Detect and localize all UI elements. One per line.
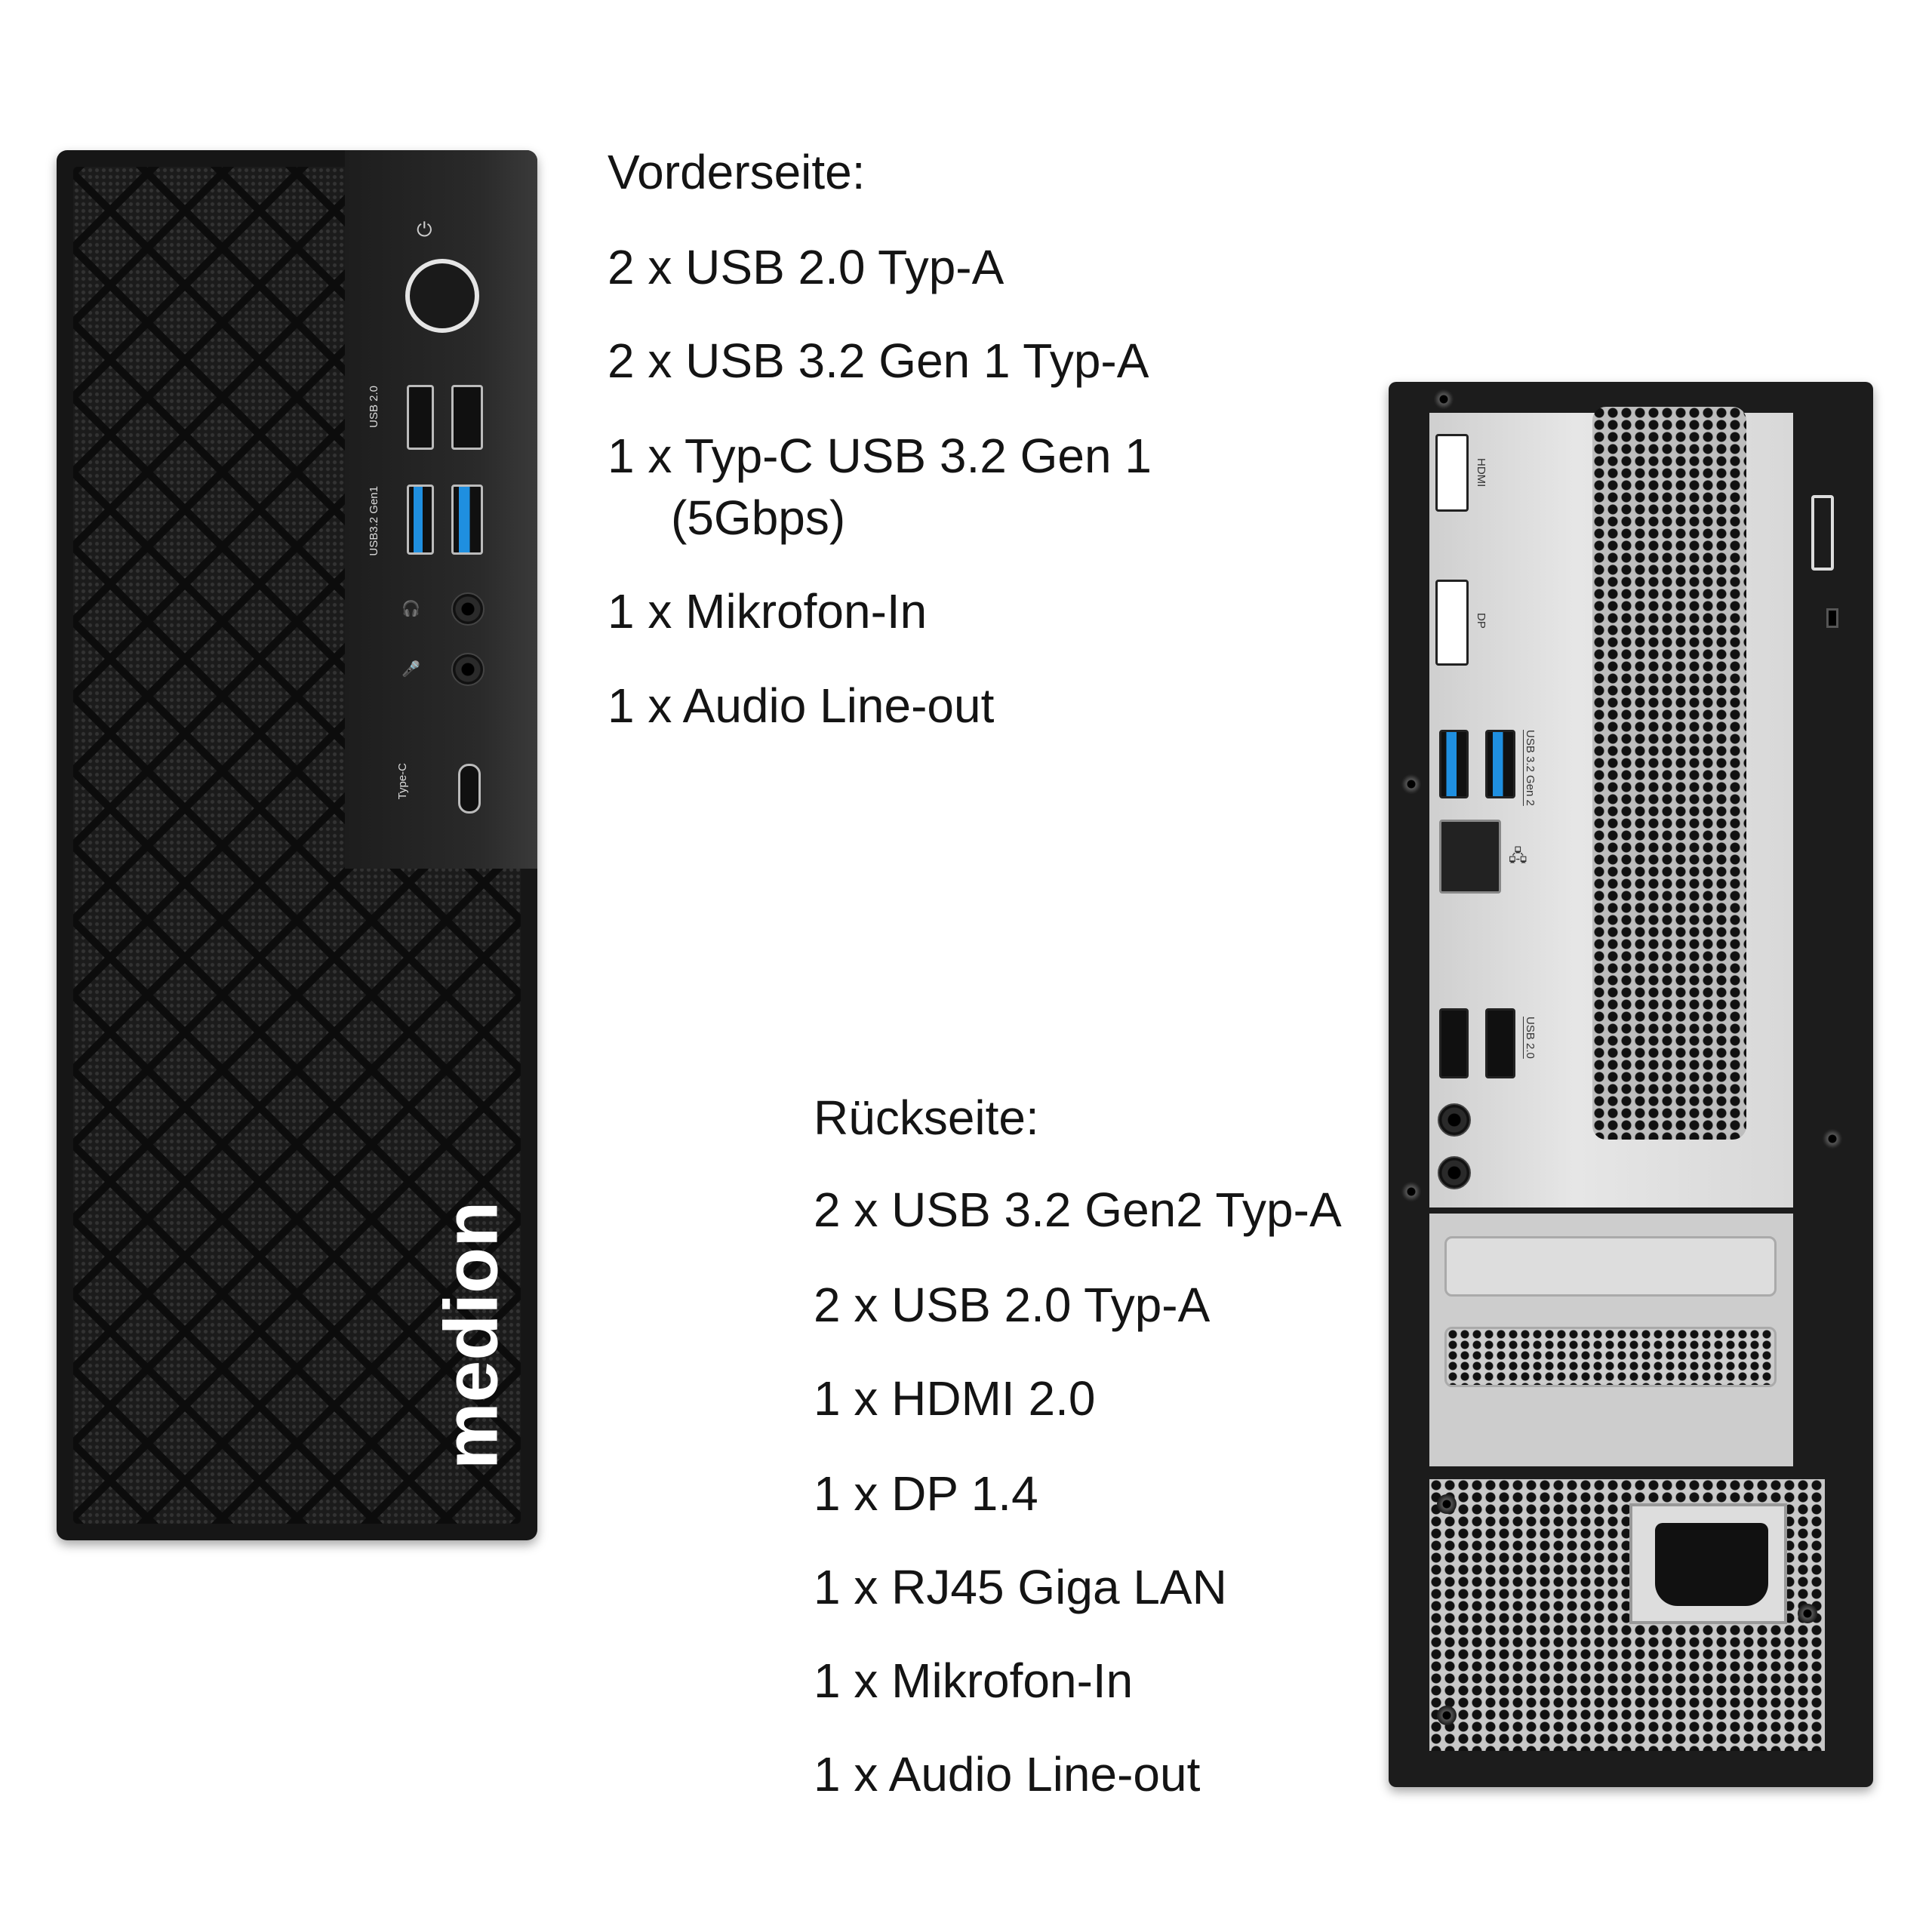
usb2-label: USB 2.0 (368, 386, 380, 428)
power-button[interactable] (405, 259, 479, 333)
screw (1798, 1604, 1817, 1623)
line-out-jack (1438, 1156, 1471, 1189)
dp-label: DP (1475, 613, 1487, 629)
rear-spec-item: 1 x RJ45 Giga LAN (814, 1560, 1227, 1614)
hdmi-label: HDMI (1475, 458, 1487, 488)
front-spec-item: (5Gbps) (671, 491, 846, 545)
usb3-port (451, 485, 483, 555)
usb3-label: USB3.2 Gen1 (368, 486, 380, 556)
front-spec-item: 1 x Typ-C USB 3.2 Gen 1 (608, 429, 1152, 483)
headphone-icon: 🎧 (401, 601, 420, 617)
network-icon: 🖧 (1509, 846, 1527, 865)
power-socket (1629, 1503, 1787, 1624)
rj45-lan-port (1439, 820, 1501, 894)
microphone-jack (451, 653, 485, 686)
security-slot (1826, 608, 1838, 628)
front-io-panel: ⏻ USB 2.0 USB3.2 Gen1 🎧 🎤 Type-C (345, 150, 537, 869)
pc-rear-view: HDMI DP USB 3.2 Gen 2 🖧 USB 2.0 (1389, 382, 1873, 1787)
expansion-slot-vented (1444, 1327, 1777, 1387)
front-spec-item: 1 x Mikrofon-In (608, 584, 928, 638)
usb3-port (407, 485, 434, 555)
rear-spec-item: 2 x USB 3.2 Gen2 Typ-A (814, 1183, 1342, 1237)
front-spec-item: 1 x Audio Line-out (608, 678, 995, 733)
usb3-port (1485, 730, 1515, 798)
power-supply (1429, 1479, 1825, 1751)
microphone-icon: 🎤 (401, 661, 420, 678)
usb2-label: USB 2.0 (1524, 1017, 1537, 1059)
screw (1401, 1182, 1421, 1201)
microphone-jack (1438, 1103, 1471, 1137)
hdmi-port (1435, 434, 1469, 512)
usb2-port (407, 385, 434, 450)
screw (1437, 1706, 1457, 1725)
rear-spec-item: 2 x USB 2.0 Typ-A (814, 1278, 1211, 1332)
usb2-port (451, 385, 483, 450)
screw (1437, 1494, 1457, 1514)
headphone-jack (451, 592, 485, 626)
screw (1434, 389, 1454, 409)
screw (1823, 1129, 1842, 1149)
power-symbol-icon: ⏻ (417, 218, 432, 241)
pc-front-view: ⏻ USB 2.0 USB3.2 Gen1 🎧 🎤 Type-C medion (57, 150, 537, 1540)
rear-heading: Rückseite: (814, 1091, 1039, 1145)
expansion-slot-cover (1444, 1236, 1777, 1297)
rear-vent (1592, 407, 1746, 1140)
rear-spec-item: 1 x Audio Line-out (814, 1747, 1201, 1801)
usb2-port (1439, 1008, 1469, 1078)
rear-spec-item: 1 x Mikrofon-In (814, 1654, 1134, 1708)
usb3-port (1439, 730, 1469, 798)
padlock-loop (1811, 495, 1834, 571)
rear-spec-item: 1 x HDMI 2.0 (814, 1371, 1096, 1426)
usb2-port (1485, 1008, 1515, 1078)
screw (1401, 774, 1421, 794)
typec-port (458, 764, 481, 814)
typec-label: Type-C (396, 763, 409, 800)
medion-logo: medion (429, 1201, 514, 1470)
usb3-label: USB 3.2 Gen 2 (1524, 730, 1537, 806)
front-spec-item: 2 x USB 3.2 Gen 1 Typ-A (608, 334, 1149, 388)
expansion-slots (1429, 1214, 1793, 1466)
front-heading: Vorderseite: (608, 145, 866, 199)
displayport-port (1435, 580, 1469, 666)
front-spec-item: 2 x USB 2.0 Typ-A (608, 240, 1004, 294)
rear-spec-item: 1 x DP 1.4 (814, 1466, 1038, 1521)
